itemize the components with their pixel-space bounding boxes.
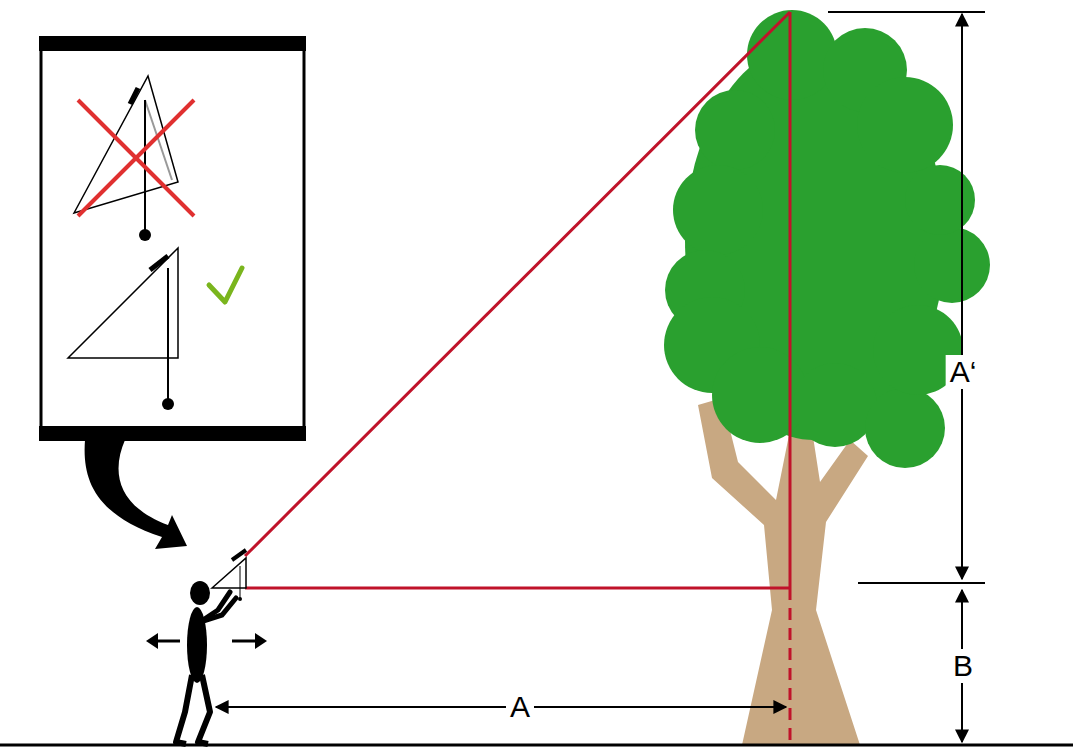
tree-trunk [698,398,868,745]
tree-crown [664,10,990,468]
dimension-label: A‘ [946,355,981,389]
dimension-a [216,706,786,708]
sighting-triangle [212,550,246,601]
person [176,581,236,744]
sight-triangle [245,12,790,745]
move-arrows [146,633,267,649]
inset-callout [39,36,306,549]
ground-line [0,744,1073,747]
dimension-label: B [949,649,977,683]
dimension-a-prime [828,12,985,583]
dimension-label: A [506,690,534,724]
